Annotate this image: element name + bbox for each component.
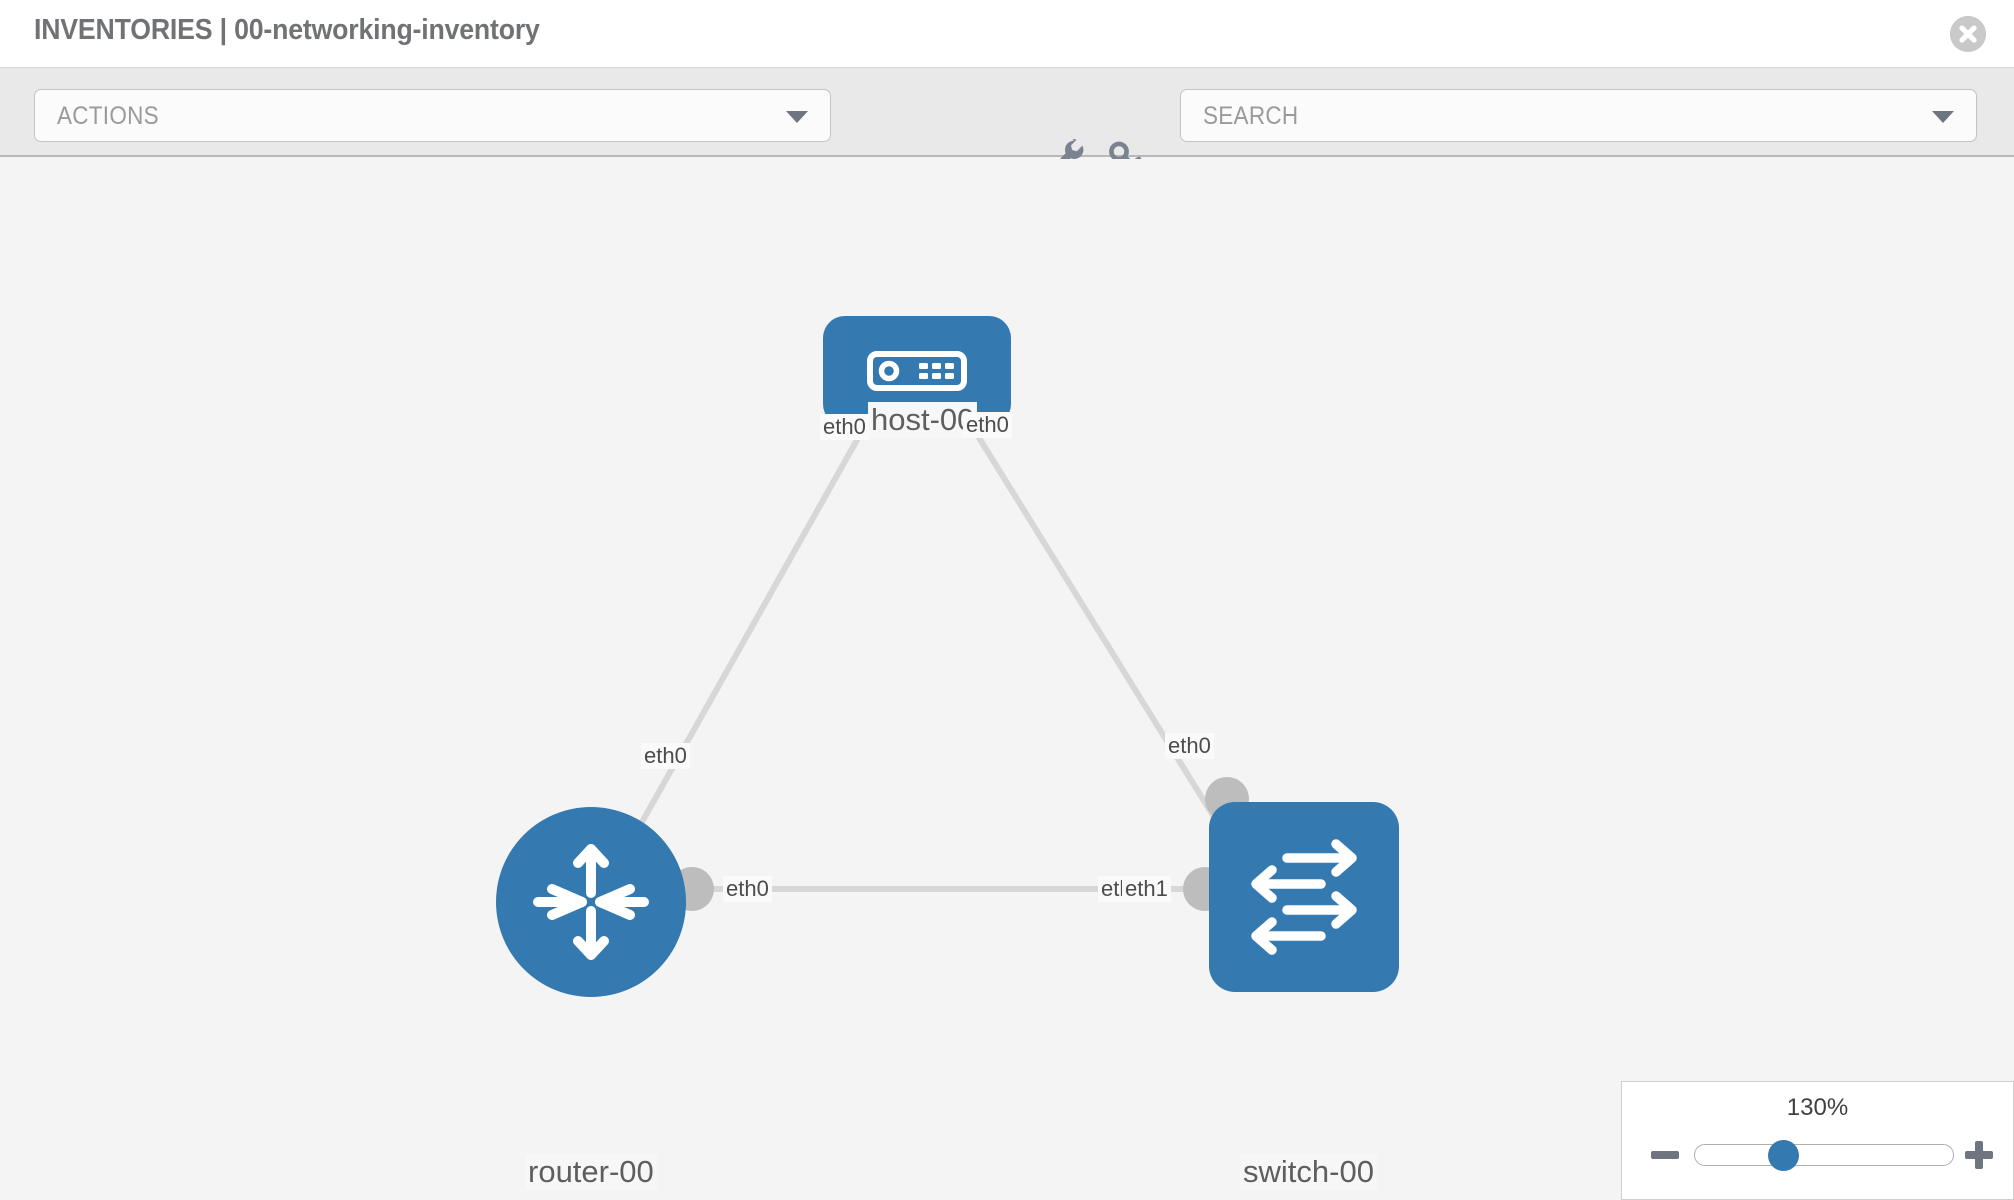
page-header: INVENTORIES | 00-networking-inventory: [0, 0, 2014, 68]
port-label-host-left: eth0: [820, 414, 869, 440]
link-host-switch: [952, 396, 1243, 862]
topology-links: [607, 396, 1243, 892]
close-icon[interactable]: [1950, 16, 1986, 52]
actions-dropdown[interactable]: ACTIONS: [34, 89, 831, 142]
zoom-out-button[interactable]: [1648, 1138, 1682, 1172]
chevron-down-icon: [1932, 110, 1954, 123]
zoom-in-button[interactable]: [1962, 1138, 1996, 1172]
node-label-router-00: router-00: [525, 1154, 657, 1190]
actions-dropdown-label: ACTIONS: [57, 102, 159, 130]
router-arrows-icon: [533, 844, 649, 960]
link-host-router: [607, 396, 883, 882]
zoom-control-panel: 130%: [1621, 1081, 2014, 1200]
zoom-level-value: 130%: [1786, 1094, 1849, 1121]
port-label-switch-left: eth1: [1122, 876, 1171, 902]
port-label-switch-top: eth0: [1165, 733, 1214, 759]
node-label-host-00: host-00: [868, 402, 978, 438]
page-title: INVENTORIES | 00-networking-inventory: [34, 14, 540, 46]
node-switch-00[interactable]: [1209, 802, 1399, 992]
node-label-switch-00: switch-00: [1240, 1154, 1377, 1190]
chevron-down-icon: [786, 110, 808, 123]
port-label-router-top: eth0: [641, 743, 690, 769]
toolbar: ACTIONS SEARCH: [0, 68, 2014, 174]
server-icon: [867, 351, 967, 391]
search-placeholder: SEARCH: [1203, 102, 1299, 130]
search-input[interactable]: SEARCH: [1180, 89, 1977, 142]
node-router-00[interactable]: [496, 807, 686, 997]
zoom-slider-track[interactable]: [1694, 1144, 1954, 1166]
topology-canvas[interactable]: host-00 router-00 switch-00 eth0 eth0 et…: [0, 159, 2014, 1200]
port-label-host-right: eth0: [963, 412, 1012, 438]
zoom-slider-thumb[interactable]: [1768, 1140, 1799, 1171]
port-label-router-right: eth0: [723, 876, 772, 902]
switch-arrows-icon: [1251, 839, 1357, 955]
